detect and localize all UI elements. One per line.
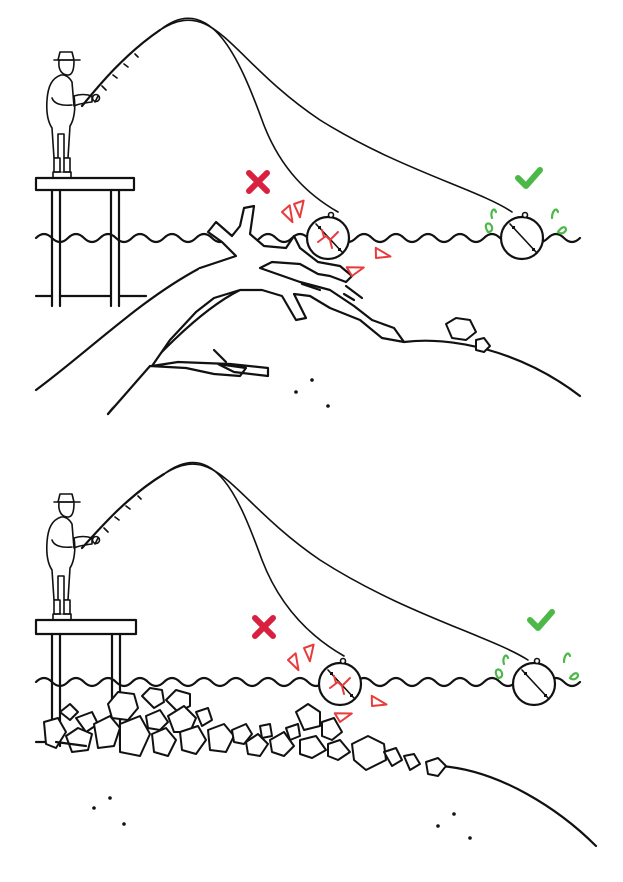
check-icon	[518, 170, 540, 186]
fishing-line-free	[160, 20, 512, 212]
snag-panel-branches	[36, 18, 580, 414]
submerged-rocks	[44, 688, 446, 776]
fishing-line-snagged	[160, 18, 338, 212]
water-surface	[36, 678, 580, 686]
angler-figure	[47, 494, 100, 620]
snagged-float	[307, 213, 349, 260]
bottom-dots	[294, 378, 330, 408]
snag-panel-rocks	[36, 463, 596, 846]
pier	[36, 178, 134, 306]
fishing-line-snagged	[164, 463, 344, 656]
cross-icon	[255, 618, 273, 636]
angler-figure	[47, 52, 100, 178]
free-float	[501, 213, 543, 260]
bottom-dots	[92, 796, 472, 840]
fishing-line-free	[164, 464, 528, 660]
free-float	[513, 659, 555, 706]
cross-icon	[249, 173, 267, 191]
snagged-float	[319, 659, 361, 706]
check-icon	[530, 612, 552, 628]
